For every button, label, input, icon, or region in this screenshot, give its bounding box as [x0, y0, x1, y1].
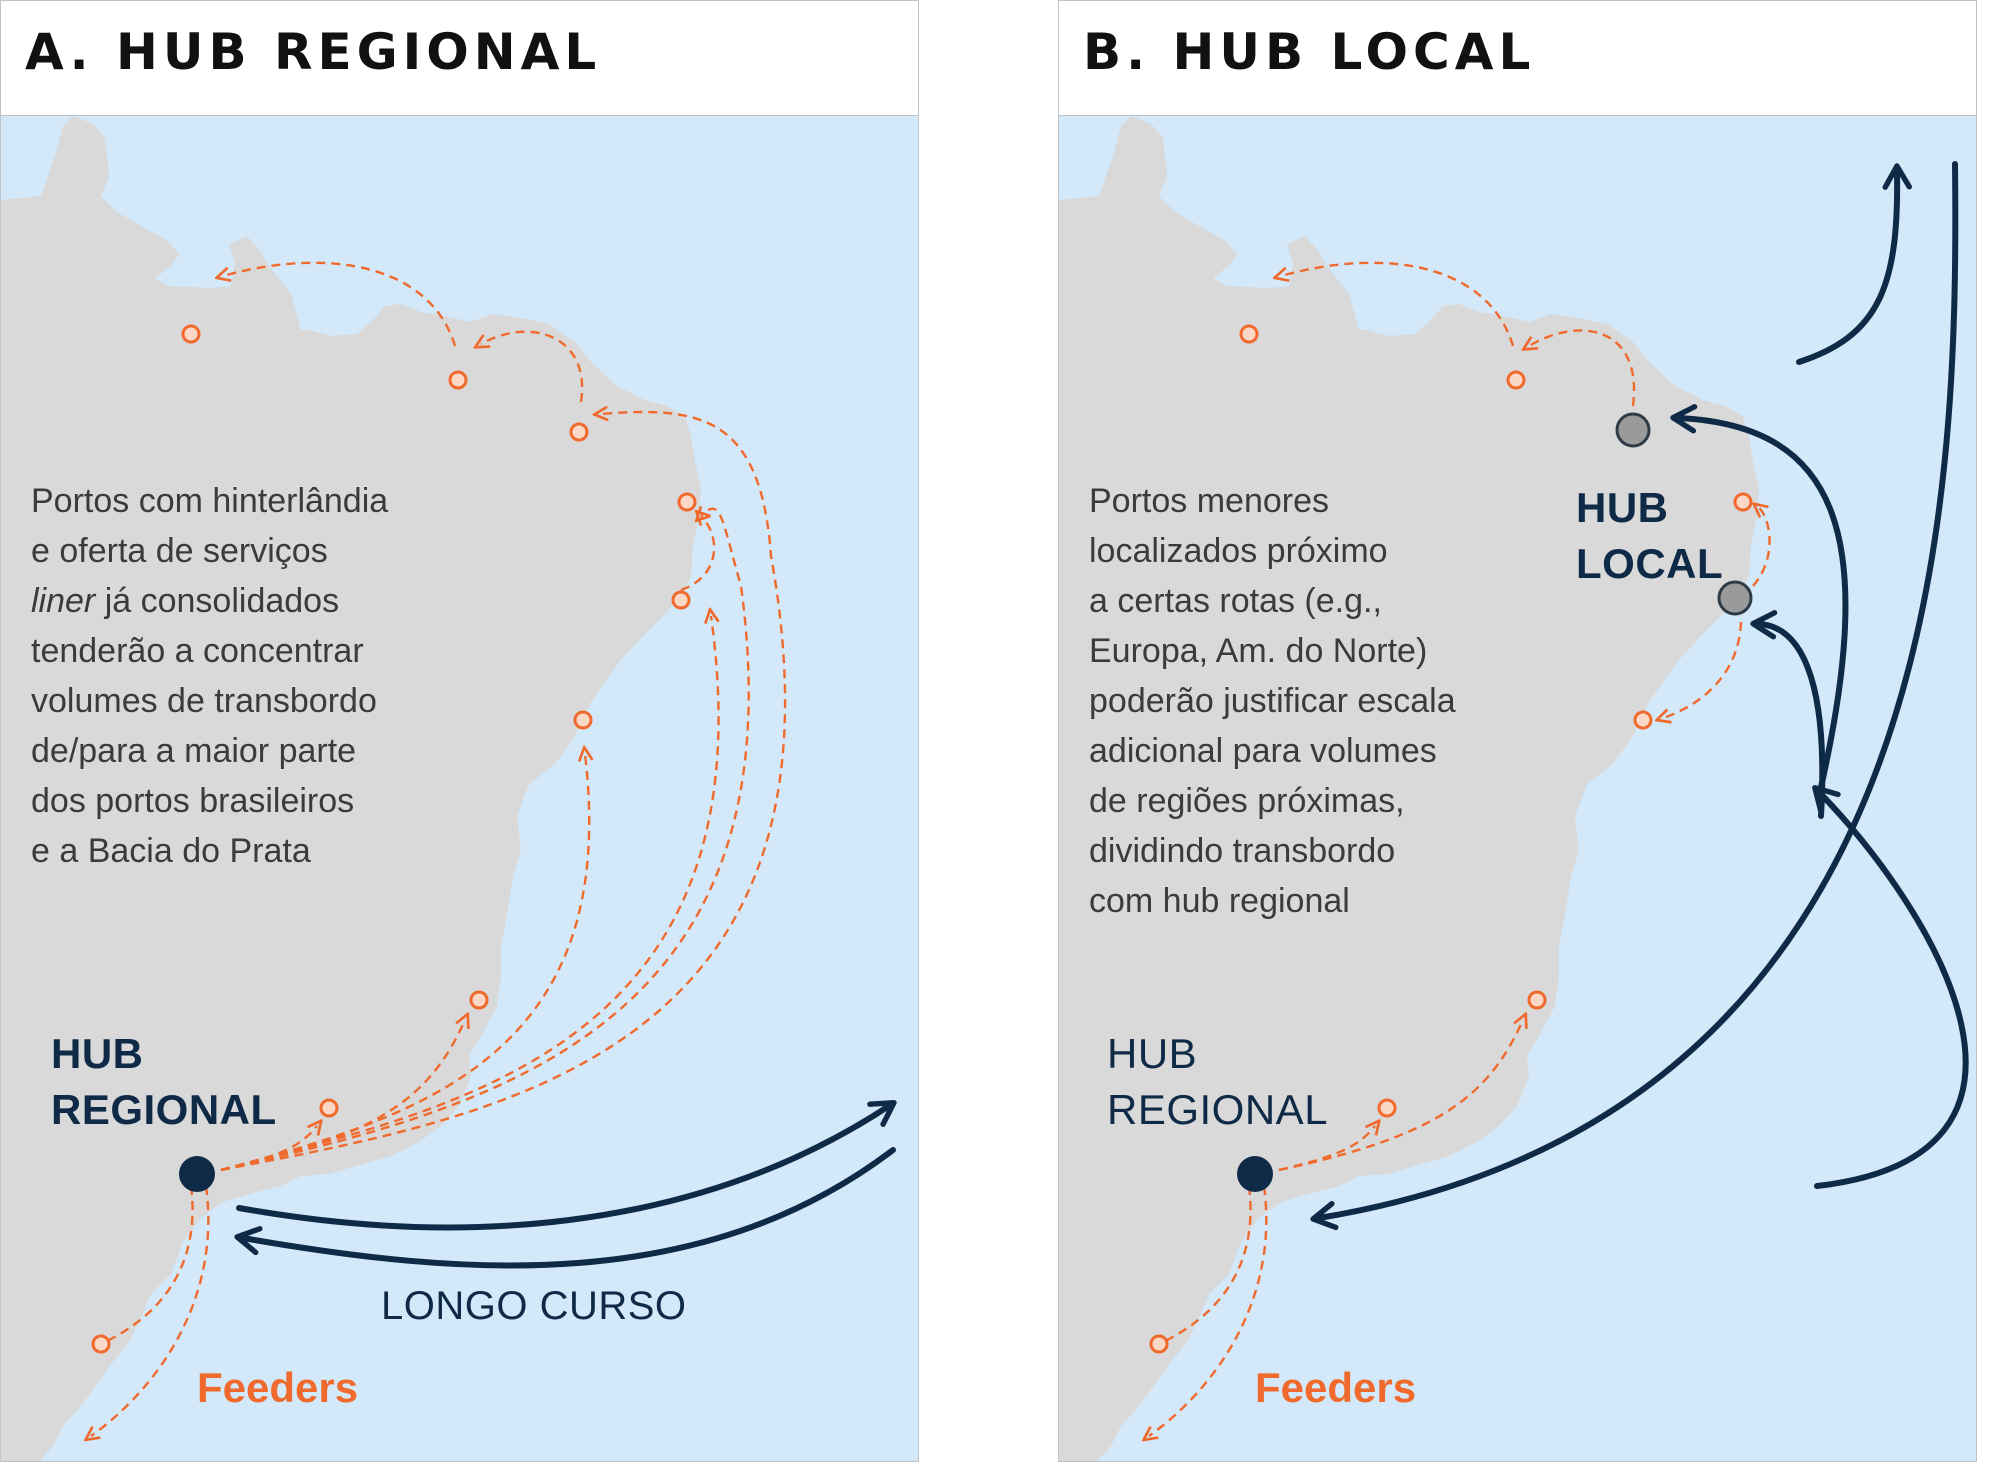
- description-line: localizados próximo: [1089, 532, 1388, 570]
- hub-label-line: HUB: [51, 1030, 144, 1077]
- route-from-north: [1310, 161, 1959, 1231]
- hub-label-line: HUB: [1576, 484, 1669, 531]
- map-graphic: [1059, 116, 1969, 1461]
- panel-description: Portos menores localizados próximo a cer…: [1089, 476, 1456, 926]
- hub-label-line: REGIONAL: [1107, 1086, 1329, 1133]
- description-line: tenderão a concentrar: [31, 632, 364, 670]
- panel-hub-regional: A. HUB REGIONAL: [0, 0, 921, 1465]
- panel-header: B. HUB LOCAL: [1058, 0, 1977, 116]
- port-marker: [1377, 1098, 1397, 1118]
- feeder-route: [220, 1126, 317, 1172]
- feeder-route: [1159, 1185, 1252, 1344]
- port-marker: [469, 990, 489, 1010]
- description-line: adicional para volumes: [1089, 732, 1437, 770]
- description-line: volumes de transbordo: [31, 682, 377, 720]
- ports: [91, 324, 697, 1354]
- feeder-route: [220, 754, 589, 1172]
- port-marker: [671, 590, 691, 610]
- hub-local-marker: [1717, 580, 1753, 616]
- longo-curso-label: LONGO CURSO: [381, 1284, 687, 1328]
- feeder-route: [481, 330, 584, 403]
- port-marker: [1239, 324, 1259, 344]
- port-marker: [573, 710, 593, 730]
- description-line: já consolidados: [95, 582, 340, 620]
- feeder-route: [101, 1185, 194, 1344]
- feeder-route: [1149, 1185, 1268, 1436]
- hub-regional-label: HUB REGIONAL: [51, 1026, 277, 1138]
- map-area: Portos menores localizados próximo a cer…: [1058, 116, 1977, 1462]
- port-marker: [448, 370, 468, 390]
- port-marker: [569, 422, 589, 442]
- map-graphic: [1, 116, 897, 1461]
- route-to-hub-local-2: [1670, 404, 1849, 799]
- description-line: dos portos brasileiros: [31, 782, 355, 820]
- longo-curso-route-out: [236, 1100, 897, 1231]
- port-marker: [1527, 990, 1547, 1010]
- description-line: com hub regional: [1089, 882, 1350, 920]
- description-line: Europa, Am. do Norte): [1089, 632, 1428, 670]
- description-line: de/para a maior parte: [31, 732, 357, 770]
- route-to-hub-local-3: [1750, 610, 1826, 819]
- port-marker: [677, 492, 697, 512]
- description-line: dividindo transbordo: [1089, 832, 1396, 870]
- description-line: Portos menores: [1089, 482, 1329, 520]
- feeder-route: [91, 1185, 210, 1436]
- hub-local-marker: [1615, 412, 1651, 448]
- hub-regional-marker: [179, 1156, 215, 1192]
- feeder-route: [1529, 329, 1636, 407]
- feeder-route: [220, 412, 787, 1172]
- longo-curso-route-in: [234, 1147, 896, 1269]
- hub-label-line: HUB: [1107, 1030, 1198, 1077]
- feeder-routes: [91, 261, 787, 1436]
- panel-header: A. HUB REGIONAL: [0, 0, 919, 116]
- hub-local-markers: [1615, 412, 1753, 616]
- description-line-italic: liner: [31, 582, 96, 620]
- hub-label-line: REGIONAL: [51, 1086, 277, 1133]
- feeder-route: [1663, 621, 1743, 718]
- feeders-label: Feeders: [197, 1364, 359, 1411]
- feeder-route: [1278, 1126, 1375, 1172]
- route-to-north: [1796, 163, 1912, 365]
- hub-regional-marker: [1237, 1156, 1273, 1192]
- feeder-route: [1281, 261, 1515, 347]
- port-marker: [1633, 710, 1653, 730]
- port-marker: [181, 324, 201, 344]
- longo-curso-routes: [1310, 161, 1969, 1231]
- port-marker: [1506, 370, 1526, 390]
- description-line: e a Bacia do Prata: [31, 832, 311, 870]
- description-line: e oferta de serviços: [31, 532, 328, 570]
- hub-local-label: HUB LOCAL: [1576, 480, 1723, 592]
- port-marker: [319, 1098, 339, 1118]
- port-marker: [91, 1334, 111, 1354]
- description-line: poderão justificar escala: [1089, 682, 1456, 720]
- panel-description: Portos com hinterlândia e oferta de serv…: [31, 476, 388, 876]
- panel-hub-local: B. HUB LOCAL: [1058, 0, 1979, 1465]
- description-line: Portos com hinterlândia: [31, 482, 389, 520]
- feeder-route: [220, 509, 750, 1172]
- ports: [1149, 324, 1753, 1354]
- panel-title: B. HUB LOCAL: [1083, 23, 1536, 81]
- feeder-route: [220, 1020, 465, 1172]
- route-to-hub-local-1: [1812, 784, 1969, 1189]
- description-line: de regiões próximas,: [1089, 782, 1405, 820]
- feeder-routes: [1149, 261, 1771, 1436]
- port-marker: [1733, 492, 1753, 512]
- hub-regional-label: HUB REGIONAL: [1107, 1026, 1328, 1138]
- feeder-route: [223, 261, 457, 347]
- feeder-route: [1278, 1020, 1523, 1172]
- feeder-route: [680, 516, 716, 592]
- map-area: Portos com hinterlândia e oferta de serv…: [0, 116, 919, 1462]
- feeders-label: Feeders: [1255, 1364, 1417, 1411]
- port-marker: [1149, 1334, 1169, 1354]
- hub-label-line: LOCAL: [1576, 540, 1724, 587]
- panel-title: A. HUB REGIONAL: [25, 23, 602, 81]
- description-line: a certas rotas (e.g.,: [1089, 582, 1382, 620]
- feeder-route: [1753, 508, 1771, 587]
- longo-curso-routes: [234, 1100, 897, 1269]
